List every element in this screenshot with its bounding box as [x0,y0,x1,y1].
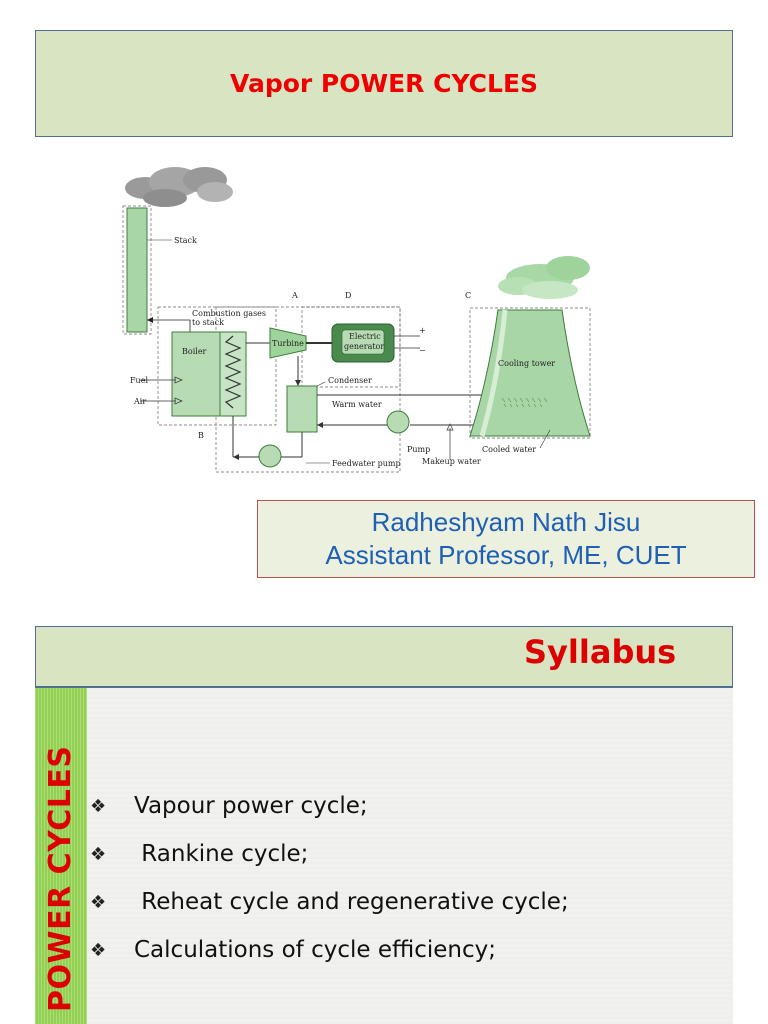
diagram-label-condenser: Condenser [328,376,372,385]
list-item: ❖ Vapour power cycle; [90,782,569,830]
power-plant-diagram-svg: Stack A D C B Combustion gases to stack … [122,167,591,473]
diagram-label-a: A [291,291,298,300]
diagram-label-cooled-water: Cooled water [482,445,536,454]
syllabus-list: ❖ Vapour power cycle; ❖ Rankine cycle; ❖… [90,782,569,974]
side-label: POWER CYCLES [43,745,78,1012]
list-item: ❖ Rankine cycle; [90,830,569,878]
slide2-body: POWER CYCLES ❖ Vapour power cycle; ❖ Ran… [35,688,733,1024]
author-position: Assistant Professor, ME, CUET [325,540,687,570]
list-item: ❖ Calculations of cycle efficiency; [90,926,569,974]
stack-icon [126,207,148,333]
diagram-label-fuel: Fuel [130,376,148,385]
diagram-label-generator: generator [344,342,384,351]
feedwater-pump-icon [258,444,282,468]
diagram-label-combustion: Combustion gases [192,309,266,318]
bullet-icon: ❖ [90,795,107,817]
bullet-icon: ❖ [90,939,107,961]
smoke-cloud [125,167,233,207]
turbine-icon [269,327,307,359]
boiler-icon [171,331,221,417]
list-item-text: Calculations of cycle efficiency; [134,937,496,963]
list-item: ❖ Reheat cycle and regenerative cycle; [90,878,569,926]
diagram-label-minus: − [419,346,426,355]
diagram-label-c: C [465,291,471,300]
list-item-text: Vapour power cycle; [134,793,368,819]
diagram-label-plus: + [419,326,426,335]
diagram-label-pump: Pump [407,445,430,454]
condenser-icon [286,385,318,433]
syllabus-title: Syllabus [524,633,677,671]
author-name: Radheshyam Nath Jisu [371,507,641,537]
author-box: Radheshyam Nath Jisu Assistant Professor… [257,500,755,578]
diagram-label-boiler: Boiler [182,347,207,356]
bullet-icon: ❖ [90,843,107,865]
steam-cloud [498,256,590,299]
power-plant-diagram: Stack A D C B Combustion gases to stack … [120,160,598,480]
list-item-text: Rankine cycle; [134,841,309,867]
diagram-label-electric: Electric [349,332,381,341]
diagram-label-feedwater-pump: Feedwater pump [332,459,401,468]
slide2-header: Syllabus [35,626,733,688]
diagram-label-turbine: Turbine [272,339,304,348]
diagram-label-stack: Stack [174,236,197,245]
diagram-label-cooling-tower: Cooling tower [498,359,555,368]
pump-icon [386,410,410,434]
slide1-title-box: Vapor POWER CYCLES [35,30,733,137]
spray-icon [501,397,548,408]
list-item-text: Reheat cycle and regenerative cycle; [134,889,569,915]
slide1-title: Vapor POWER CYCLES [229,69,539,98]
diagram-label-d: D [345,291,351,300]
diagram-label-warm-water: Warm water [332,400,382,409]
diagram-label-makeup-water: Makeup water [422,457,481,466]
diagram-label-b: B [198,431,204,440]
diagram-label-air: Air [133,397,146,406]
side-bar: POWER CYCLES [35,688,87,1024]
diagram-label-to-stack: to stack [192,318,224,327]
bullet-icon: ❖ [90,891,107,913]
